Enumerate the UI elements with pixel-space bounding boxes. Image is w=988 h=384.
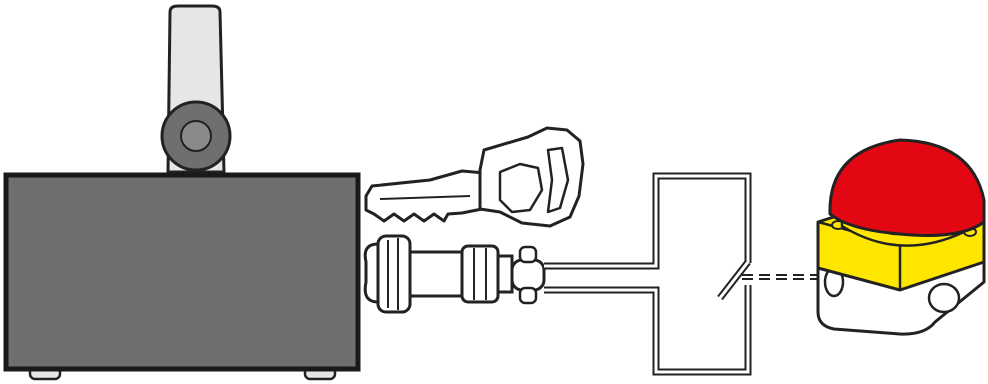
cylinder-head: [376, 234, 412, 314]
machine-housing: [3, 172, 361, 381]
cylinder-collar: [496, 254, 514, 294]
connector-screw-top: [518, 245, 538, 264]
switch-blade: [718, 261, 750, 299]
key-blade: [364, 169, 489, 223]
connector-screw-bottom: [518, 286, 538, 305]
wire-lower: [544, 285, 750, 374]
key-lock-cylinder: [363, 234, 546, 314]
cylinder-body: [408, 250, 470, 298]
estop-base-hole-side: [927, 282, 961, 314]
cylinder-nut: [460, 244, 500, 304]
handle-knob-center: [180, 120, 212, 152]
estop-red-dome: [828, 138, 986, 237]
wire-upper: [544, 174, 750, 268]
emergency-stop-button: [816, 138, 986, 336]
lock-handle: [160, 4, 232, 174]
housing-body: [3, 172, 361, 372]
key-bow-hole: [498, 162, 544, 214]
wire-lower-outline: [544, 285, 752, 376]
cylinder-connector: [510, 258, 546, 292]
key: [364, 126, 585, 228]
circuit-wiring: [544, 172, 752, 376]
